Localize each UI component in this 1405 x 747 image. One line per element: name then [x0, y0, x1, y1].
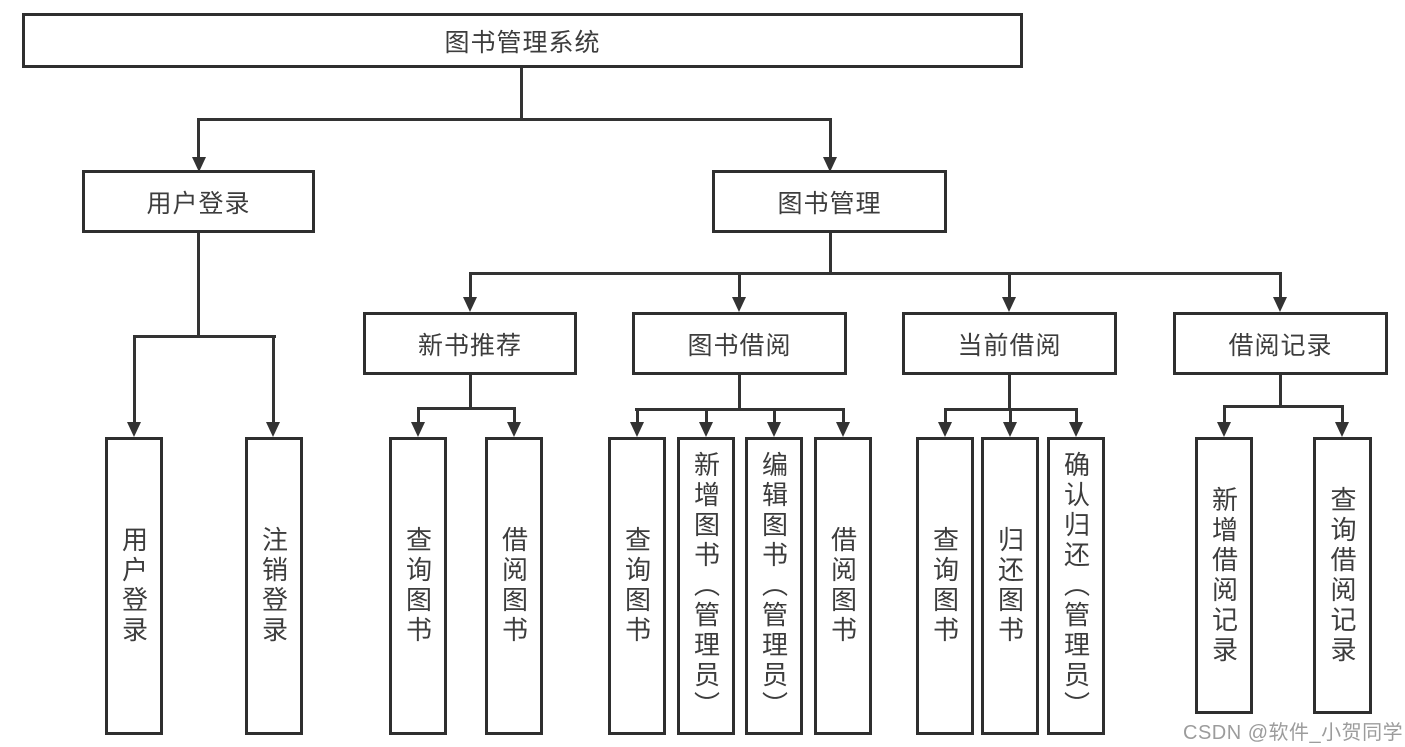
- book-borrow-leaf-line-4: [842, 408, 845, 422]
- root-to-user-login-line: [197, 118, 200, 157]
- node-user-login: 用户登录: [82, 170, 315, 233]
- current-borrow-leaf-line-3: [1075, 408, 1078, 422]
- leaf-logout: 注销登录: [245, 437, 303, 735]
- book-borrow-leaf-line-2: [705, 408, 708, 422]
- arrow-down-icon: [266, 422, 280, 437]
- to-book-borrow-line: [738, 272, 741, 297]
- new-book-connector-hline: [417, 407, 515, 410]
- book-borrow-leaf-line-3: [773, 408, 776, 422]
- borrow-records-connector-hline: [1223, 405, 1344, 408]
- node-root: 图书管理系统: [22, 13, 1023, 68]
- node-book-borrow: 图书借阅: [632, 312, 847, 375]
- node-new-book-recommend: 新书推荐: [363, 312, 577, 375]
- current-borrow-connector-stem: [1008, 375, 1011, 408]
- root-connector-stem: [520, 68, 523, 118]
- leaf-user-login: 用户登录: [105, 437, 163, 735]
- arrow-down-icon: [411, 422, 425, 437]
- arrow-down-icon: [938, 422, 952, 437]
- arrow-down-icon: [1069, 422, 1083, 437]
- leaf-query-book-borrow: 查询图书: [608, 437, 666, 735]
- current-borrow-leaf-line-1: [944, 408, 947, 422]
- new-book-connector-stem: [469, 375, 472, 407]
- arrow-down-icon: [1335, 422, 1349, 437]
- root-connector-hline: [197, 118, 831, 121]
- new-book-leaf-line-2: [513, 407, 516, 422]
- borrow-records-leaf-line-2: [1341, 405, 1344, 422]
- leaf-add-borrow-record: 新增借阅记录: [1195, 437, 1253, 714]
- book-borrow-leaf-line-1: [636, 408, 639, 422]
- new-book-leaf-line-1: [417, 407, 420, 422]
- arrow-down-icon: [1003, 422, 1017, 437]
- user-login-to-login-line: [133, 335, 136, 422]
- arrow-down-icon: [836, 422, 850, 437]
- node-current-borrow: 当前借阅: [902, 312, 1117, 375]
- csdn-watermark: CSDN @软件_小贺同学: [1183, 722, 1404, 744]
- borrow-records-connector-stem: [1279, 375, 1282, 405]
- leaf-confirm-return-admin: 确认归还（管理员）: [1047, 437, 1105, 735]
- arrow-down-icon: [463, 297, 477, 312]
- user-login-connector-hline: [133, 335, 276, 338]
- book-borrow-connector-hline: [635, 408, 844, 411]
- to-new-book-recommend-line: [469, 272, 472, 297]
- leaf-add-book-admin: 新增图书（管理员）: [677, 437, 735, 735]
- leaf-query-borrow-record: 查询借阅记录: [1313, 437, 1372, 714]
- node-borrow-records: 借阅记录: [1173, 312, 1388, 375]
- arrow-down-icon: [767, 422, 781, 437]
- arrow-down-icon: [1273, 297, 1287, 312]
- leaf-query-book-recommend: 查询图书: [389, 437, 447, 735]
- book-management-connector-stem: [829, 233, 832, 272]
- leaf-borrow-book-recommend: 借阅图书: [485, 437, 543, 735]
- user-login-connector-stem: [197, 233, 200, 335]
- to-borrow-records-line: [1279, 272, 1282, 297]
- arrow-down-icon: [732, 297, 746, 312]
- user-login-to-logout-line: [272, 335, 275, 422]
- leaf-borrow-book: 借阅图书: [814, 437, 872, 735]
- leaf-query-book-current: 查询图书: [916, 437, 974, 735]
- arrow-down-icon: [630, 422, 644, 437]
- to-current-borrow-line: [1008, 272, 1011, 297]
- leaf-edit-book-admin: 编辑图书（管理员）: [745, 437, 803, 735]
- arrow-down-icon: [507, 422, 521, 437]
- node-book-management: 图书管理: [712, 170, 947, 233]
- leaf-return-book: 归还图书: [981, 437, 1039, 735]
- current-borrow-leaf-line-2: [1009, 408, 1012, 422]
- book-borrow-connector-stem: [738, 375, 741, 408]
- arrow-down-icon: [1002, 297, 1016, 312]
- arrow-down-icon: [1217, 422, 1231, 437]
- book-management-connector-hline: [469, 272, 1282, 275]
- arrow-down-icon: [127, 422, 141, 437]
- root-to-book-management-line: [829, 118, 832, 157]
- arrow-down-icon: [823, 157, 837, 172]
- borrow-records-leaf-line-1: [1223, 405, 1226, 422]
- arrow-down-icon: [699, 422, 713, 437]
- arrow-down-icon: [192, 157, 206, 172]
